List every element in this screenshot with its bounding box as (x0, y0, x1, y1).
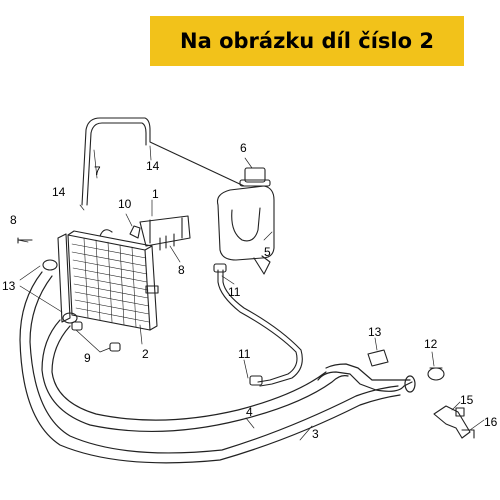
callout-16: 16 (484, 415, 498, 429)
bolts (17, 233, 175, 251)
callout-11-lower: 11 (238, 347, 251, 361)
callout-13-right: 13 (368, 325, 382, 339)
callout-14-left: 14 (52, 185, 66, 199)
callout-4: 4 (246, 405, 253, 419)
coolant-hoses (19, 271, 416, 464)
callout-8-right: 8 (178, 263, 185, 277)
part-number-banner: Na obrázku díl číslo 2 (150, 16, 464, 66)
banner-text: Na obrázku díl číslo 2 (180, 29, 434, 53)
callout-1: 1 (152, 187, 159, 201)
callout-14-top: 14 (146, 159, 160, 173)
callout-6: 6 (240, 141, 247, 155)
callout-3: 3 (312, 427, 319, 441)
callout-5: 5 (264, 245, 271, 259)
hose-clamp-right (367, 349, 445, 381)
callout-11-upper: 11 (228, 285, 241, 299)
callout-7: 7 (94, 164, 101, 178)
callout-12: 12 (424, 337, 438, 351)
expansion-tank (216, 167, 275, 275)
callout-13-left: 13 (2, 279, 16, 293)
hose-bracket (433, 405, 475, 439)
leader-lines (17, 145, 485, 441)
mounting-bracket (129, 215, 191, 247)
callout-10: 10 (118, 197, 132, 211)
radiator (57, 229, 159, 331)
callout-8-left: 8 (10, 213, 17, 227)
overflow-hose-lower (213, 263, 303, 387)
callout-15: 15 (460, 393, 474, 407)
callout-2: 2 (142, 347, 149, 361)
callout-9: 9 (84, 351, 91, 365)
hose-clamps (42, 259, 121, 352)
overflow-hose-top (81, 117, 245, 206)
